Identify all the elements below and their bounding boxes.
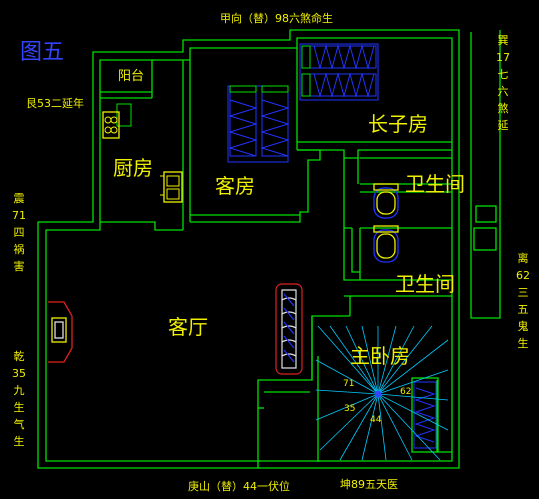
figure-title: 图五: [20, 40, 65, 65]
compass-label-71: 71: [343, 379, 355, 389]
vertical-char: 六: [497, 85, 509, 98]
direction-right-top-label: 巽 17 七 六 煞 延: [496, 32, 510, 134]
master-bed-icon: [413, 381, 437, 449]
vertical-char: 害: [13, 260, 25, 273]
room-label-master-room: 主卧房: [350, 344, 410, 368]
balcony-fixtures: [116, 103, 132, 127]
vertical-char: 煞: [497, 102, 509, 115]
direction-bottom-left-label: 庚山（替）44一伏位: [188, 480, 290, 493]
tv-cabinet-icon: [48, 301, 73, 363]
room-label-guest-room: 客房: [215, 174, 255, 198]
room-label-kitchen: 厨房: [113, 156, 153, 180]
guest-bed-icon: [227, 85, 290, 163]
vertical-char: 延: [497, 119, 509, 132]
compass-rays: [315, 325, 449, 461]
sink-icon: [160, 171, 183, 203]
direction-left-top-label: 艮53二延年: [26, 97, 84, 110]
direction-left-mid-label: 震 71 四 祸 害: [12, 190, 26, 275]
vertical-char: 生: [517, 337, 529, 350]
vertical-char: 生: [13, 435, 25, 448]
sofa-icon: [275, 283, 303, 375]
vertical-char: 17: [496, 51, 510, 64]
direction-left-bottom-label: 乾 35 九 生 气 生: [12, 348, 26, 450]
vertical-char: 四: [13, 226, 25, 239]
room-label-bathroom-2: 卫生间: [395, 272, 455, 296]
vertical-char: 九: [13, 384, 25, 397]
compass-label-44: 44: [370, 415, 382, 425]
vertical-char: 鬼: [517, 320, 529, 333]
vertical-char: 震: [13, 192, 25, 205]
direction-top-label: 甲向（替）98六煞命生: [220, 12, 333, 25]
toilet-icon-2: [373, 225, 399, 263]
toilet-icon-1: [373, 183, 399, 219]
eldest-son-bed-icon: [299, 43, 379, 101]
direction-right-bottom-label: 离 62 三 五 鬼 生: [516, 250, 530, 352]
vertical-char: 62: [516, 269, 530, 282]
stove-icon: [102, 111, 120, 139]
vertical-char: 生: [13, 401, 25, 414]
room-label-bathroom-1: 卫生间: [405, 172, 465, 196]
vertical-char: 五: [517, 303, 529, 316]
vertical-char: 巽: [497, 34, 509, 47]
walls: [37, 29, 501, 469]
vertical-char: 乾: [13, 350, 25, 363]
vertical-char: 35: [12, 367, 26, 380]
vertical-char: 三: [517, 286, 529, 299]
room-label-balcony: 阳台: [118, 69, 145, 84]
room-label-eldest-son-room: 长子房: [368, 112, 428, 136]
compass-label-62: 62: [400, 387, 412, 397]
vertical-char: 71: [12, 209, 26, 222]
vertical-char: 离: [517, 252, 529, 265]
vertical-char: 七: [497, 68, 509, 81]
room-label-living-room: 客厅: [168, 315, 208, 339]
vertical-char: 气: [13, 418, 25, 431]
compass-label-35: 35: [344, 404, 356, 414]
vertical-char: 祸: [13, 243, 25, 256]
direction-bottom-right-label: 坤89五天医: [340, 478, 398, 491]
